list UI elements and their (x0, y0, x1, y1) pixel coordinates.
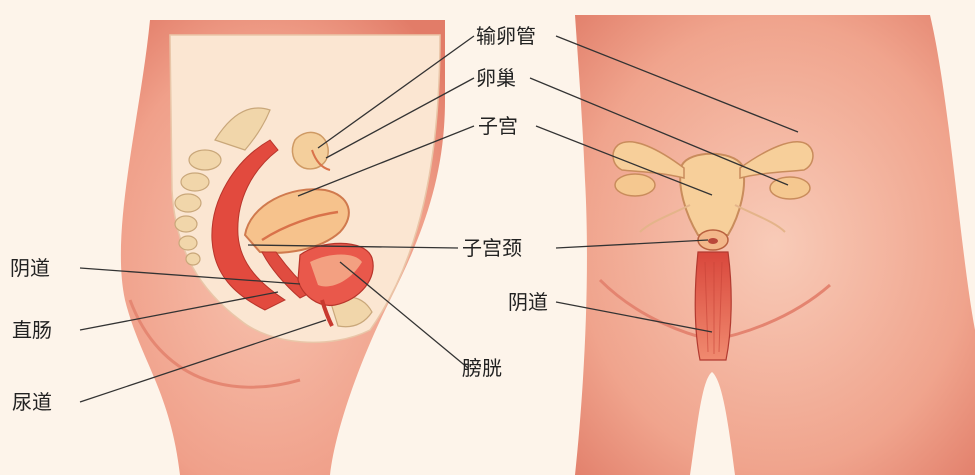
label-bladder: 膀胱 (462, 356, 502, 380)
label-fallopian-tube: 输卵管 (476, 24, 536, 48)
front-body-silhouette (575, 15, 975, 475)
label-vagina-side: 阴道 (10, 256, 50, 280)
label-cervix: 子宫颈 (462, 236, 522, 260)
ovary-left (615, 174, 655, 196)
label-ovary: 卵巢 (476, 66, 516, 90)
label-vagina-front: 阴道 (508, 290, 548, 314)
label-uterus: 子宫 (478, 114, 518, 138)
front-view (575, 15, 975, 475)
ovary-side (292, 132, 328, 168)
vagina-front (695, 252, 731, 360)
label-rectum: 直肠 (12, 318, 52, 342)
label-urethra: 尿道 (12, 390, 52, 414)
